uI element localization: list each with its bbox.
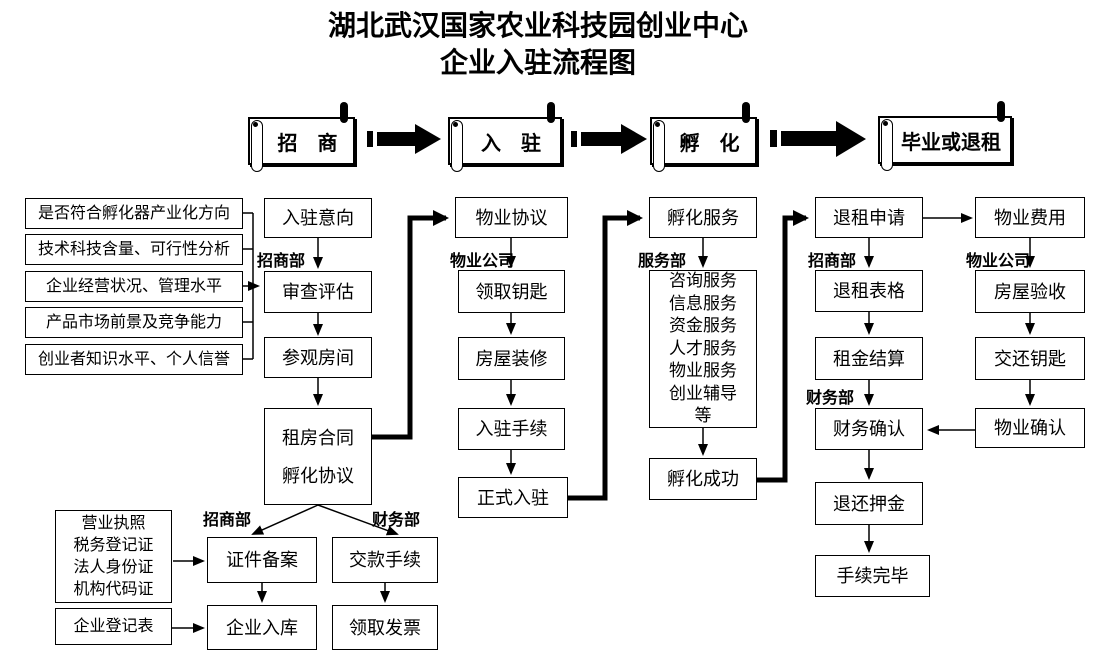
node-official-entry: 正式入驻 bbox=[458, 477, 568, 518]
scroll-knob-icon bbox=[997, 101, 1005, 122]
scroll-knob-icon bbox=[742, 102, 750, 123]
criteria-item: 创业者知识水平、个人信誉 bbox=[25, 344, 243, 375]
criteria-bus-lines bbox=[243, 212, 254, 360]
scroll-left-roll-icon bbox=[881, 119, 893, 171]
scroll-left-roll-icon bbox=[251, 120, 263, 172]
node-lease-termination-apply: 退租申请 bbox=[815, 197, 923, 238]
node-property-agreement: 物业协议 bbox=[455, 197, 568, 238]
node-company-registration-form: 企业登记表 bbox=[55, 608, 172, 645]
banner-graduate: 毕业或退租 bbox=[878, 101, 1012, 171]
dept-label-exit-recruit: 招商部 bbox=[808, 253, 857, 270]
node-rent-contract: 租房合同 孵化协议 bbox=[264, 408, 372, 505]
title-line-2: 企业入驻流程图 bbox=[439, 48, 636, 79]
dept-label-service: 服务部 bbox=[638, 253, 687, 270]
node-required-documents: 营业执照 税务登记证 法人身份证 机构代码证 bbox=[55, 510, 172, 603]
banner-entry-label: 入 驻 bbox=[481, 132, 541, 155]
node-lease-termination-form: 退租表格 bbox=[815, 270, 923, 312]
node-house-inspection: 房屋验收 bbox=[975, 270, 1085, 313]
node-property-fee: 物业费用 bbox=[975, 197, 1085, 238]
node-review-assess: 审查评估 bbox=[264, 271, 372, 313]
scroll-left-roll-icon bbox=[653, 120, 665, 172]
banner-graduate-label: 毕业或退租 bbox=[901, 131, 1001, 154]
banner-incubate-label: 孵 化 bbox=[679, 132, 740, 155]
node-visit-rooms: 参观房间 bbox=[264, 337, 372, 378]
node-return-keys: 交还钥匙 bbox=[975, 337, 1085, 380]
stage-elbow-connectors bbox=[372, 210, 809, 501]
dept-label-exit-finance: 财务部 bbox=[806, 390, 855, 407]
criteria-item: 技术科技含量、可行性分析 bbox=[25, 234, 243, 265]
node-entry-procedure: 入驻手续 bbox=[458, 408, 565, 450]
banner-incubate: 孵 化 bbox=[650, 102, 757, 172]
criteria-item: 是否符合孵化器产业化方向 bbox=[25, 198, 243, 229]
dept-label-reg-recruit: 招商部 bbox=[203, 512, 252, 529]
scroll-left-roll-icon bbox=[451, 120, 463, 172]
criteria-item: 企业经营状况、管理水平 bbox=[25, 271, 243, 302]
node-receive-keys: 领取钥匙 bbox=[458, 270, 565, 313]
page-title: 湖北武汉国家农业科技园创业中心 企业入驻流程图 bbox=[0, 8, 1076, 82]
dept-label-property-company: 物业公司 bbox=[450, 253, 515, 270]
node-finance-confirm: 财务确认 bbox=[815, 408, 923, 450]
node-procedure-complete: 手续完毕 bbox=[815, 555, 930, 597]
flow-arrows bbox=[172, 213, 1035, 633]
node-service-list: 咨询服务 信息服务 资金服务 人才服务 物业服务 创业辅导 等 bbox=[649, 270, 757, 428]
node-property-confirm: 物业确认 bbox=[975, 408, 1085, 448]
node-company-database-entry: 企业入库 bbox=[207, 605, 317, 650]
node-house-renovation: 房屋装修 bbox=[458, 337, 565, 380]
dept-label-property-company-2: 物业公司 bbox=[966, 253, 1031, 270]
banner-recruit-label: 招 商 bbox=[277, 132, 338, 155]
node-receive-invoice: 领取发票 bbox=[332, 605, 438, 650]
dept-label-recruit: 招商部 bbox=[257, 253, 306, 270]
scroll-knob-icon bbox=[340, 102, 348, 123]
node-deposit-refund: 退还押金 bbox=[815, 482, 923, 525]
node-rent-settlement: 租金结算 bbox=[815, 337, 923, 380]
criteria-item: 产品市场前景及竞争能力 bbox=[25, 307, 243, 338]
node-certificate-filing: 证件备案 bbox=[207, 537, 317, 583]
node-incubation-service: 孵化服务 bbox=[649, 197, 757, 238]
banner-entry: 入 驻 bbox=[448, 102, 562, 172]
title-line-1: 湖北武汉国家农业科技园创业中心 bbox=[327, 11, 748, 42]
banner-recruit: 招 商 bbox=[248, 102, 355, 172]
node-payment-procedure: 交款手续 bbox=[332, 537, 438, 583]
node-incubation-success: 孵化成功 bbox=[649, 458, 757, 500]
dept-label-reg-finance: 财务部 bbox=[372, 512, 421, 529]
node-entry-intent: 入驻意向 bbox=[264, 198, 372, 238]
scroll-knob-icon bbox=[547, 102, 555, 123]
banner-stage-arrows bbox=[367, 121, 866, 157]
